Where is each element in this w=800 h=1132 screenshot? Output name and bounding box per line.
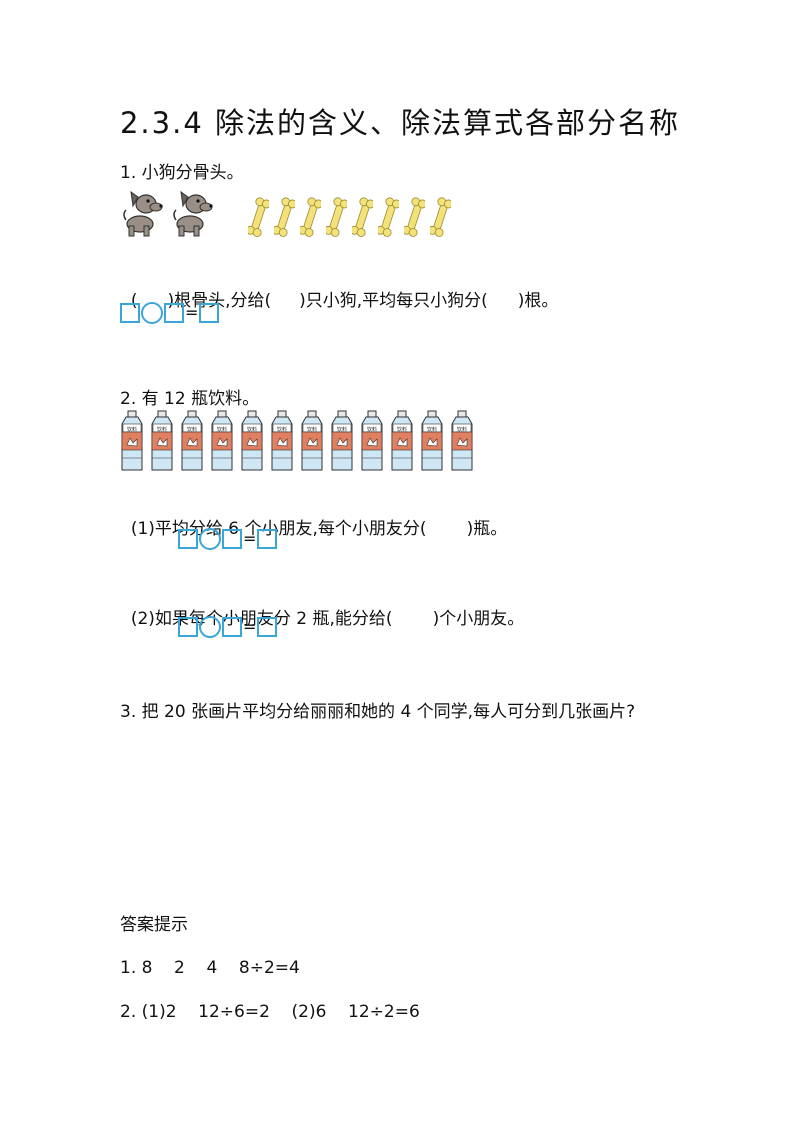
sub2-text-b: )个小朋友。 bbox=[432, 609, 525, 629]
bottle-icon: 饮料 bbox=[301, 410, 323, 471]
bottle-label: 饮料 bbox=[457, 426, 467, 433]
bottle-icon: 饮料 bbox=[391, 410, 413, 471]
bone-icon bbox=[352, 197, 373, 237]
sub1-text-b: )瓶。 bbox=[466, 519, 508, 539]
quotient-box[interactable] bbox=[257, 617, 278, 637]
bottle-icon: 饮料 bbox=[241, 410, 263, 471]
bottle-icon: 饮料 bbox=[361, 410, 383, 471]
equals-sign: = bbox=[185, 303, 199, 322]
dogs-group bbox=[120, 190, 220, 238]
bottle-label: 饮料 bbox=[397, 426, 407, 433]
bottle-icon: 饮料 bbox=[331, 410, 353, 471]
dividend-box[interactable] bbox=[178, 617, 198, 637]
bone-icon bbox=[300, 197, 321, 237]
bone-icon bbox=[378, 197, 399, 237]
operator-circle[interactable] bbox=[199, 528, 221, 550]
divisor-box[interactable] bbox=[222, 529, 242, 549]
bottle-label: 饮料 bbox=[247, 426, 257, 433]
bone-icon bbox=[326, 197, 347, 237]
bottles-illustration: 饮料 饮料 饮料 饮料 饮料 饮料 饮料 饮料 饮料 饮料 饮料 饮料 bbox=[120, 410, 480, 472]
dog-icon bbox=[123, 190, 163, 237]
fill-paren-open: ( bbox=[130, 291, 138, 311]
sub1-text-a: (1)平均分给 6 个小朋友,每个小朋友分( bbox=[130, 519, 427, 539]
bottle-label: 饮料 bbox=[307, 426, 317, 433]
quotient-box[interactable] bbox=[199, 303, 220, 323]
bottle-label: 饮料 bbox=[157, 426, 167, 433]
question-2-label: 2. 有 12 瓶饮料。 bbox=[120, 389, 260, 409]
answer-1: 1. 8 2 4 8÷2=4 bbox=[120, 958, 300, 978]
bottle-icon: 饮料 bbox=[211, 410, 233, 471]
bone-icon bbox=[430, 197, 451, 237]
fill-text-3: )根。 bbox=[517, 291, 559, 311]
fill-text-2: )只小狗,平均每只小狗分( bbox=[299, 291, 488, 311]
bones-group bbox=[248, 196, 456, 238]
equals-sign: = bbox=[243, 529, 257, 548]
bottle-label: 饮料 bbox=[427, 426, 437, 433]
equals-sign: = bbox=[243, 617, 257, 636]
bottle-icon: 饮料 bbox=[121, 410, 143, 471]
question-1-label: 1. 小狗分骨头。 bbox=[120, 163, 244, 183]
bottle-label: 饮料 bbox=[367, 426, 377, 433]
divisor-box[interactable] bbox=[164, 303, 184, 323]
bottle-label: 饮料 bbox=[337, 426, 347, 433]
dog-icon bbox=[173, 190, 213, 237]
bone-icon bbox=[248, 197, 269, 237]
bottle-label: 饮料 bbox=[127, 426, 137, 433]
question-1-fill-sentence: ( )根骨头,分给( )只小狗,平均每只小狗分( )根。 bbox=[120, 266, 559, 311]
divisor-box[interactable] bbox=[222, 617, 242, 637]
operator-circle[interactable] bbox=[141, 302, 163, 324]
question-3-label: 3. 把 20 张画片平均分给丽丽和她的 4 个同学,每人可分到几张画片? bbox=[120, 702, 636, 722]
bone-icon bbox=[274, 197, 295, 237]
bottle-icon: 饮料 bbox=[271, 410, 293, 471]
equation-boxes-1: = bbox=[120, 302, 220, 324]
bottle-icon: 饮料 bbox=[421, 410, 443, 471]
answer-2: 2. (1)2 12÷6=2 (2)6 12÷2=6 bbox=[120, 1002, 420, 1022]
quotient-box[interactable] bbox=[257, 529, 278, 549]
equation-boxes-2: = bbox=[178, 528, 278, 550]
bottle-label: 饮料 bbox=[187, 426, 197, 433]
bone-icon bbox=[404, 197, 425, 237]
fill-text-1: )根骨头,分给( bbox=[167, 291, 272, 311]
dividend-box[interactable] bbox=[178, 529, 198, 549]
page-title: 2.3.4 除法的含义、除法算式各部分名称 bbox=[119, 106, 680, 140]
answers-heading: 答案提示 bbox=[120, 915, 188, 935]
dogs-bones-illustration bbox=[120, 190, 456, 238]
bottle-label: 饮料 bbox=[277, 426, 287, 433]
operator-circle[interactable] bbox=[199, 616, 221, 638]
equation-boxes-3: = bbox=[178, 616, 278, 638]
bottle-icon: 饮料 bbox=[451, 410, 473, 471]
bottle-icon: 饮料 bbox=[181, 410, 203, 471]
dividend-box[interactable] bbox=[120, 303, 140, 323]
bottle-icon: 饮料 bbox=[151, 410, 173, 471]
bottle-label: 饮料 bbox=[217, 426, 227, 433]
